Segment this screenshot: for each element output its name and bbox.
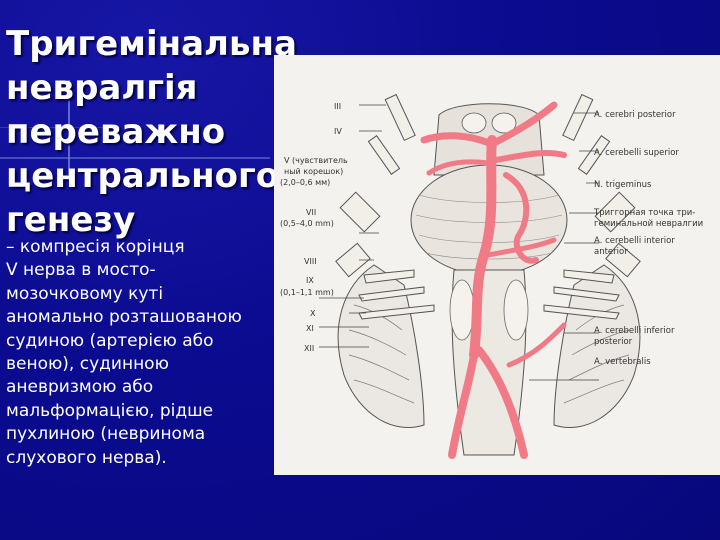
label-nerve-III: III <box>334 102 341 111</box>
label-trigeminus: N. trigeminus <box>594 180 652 190</box>
cranial-nerves-left <box>335 93 435 320</box>
olive-right <box>503 279 529 341</box>
title-line: Тригемінальна <box>6 24 297 64</box>
leader-lines <box>319 104 599 381</box>
basilar-artery <box>469 135 497 360</box>
label-trigger-point-line1: Триггорная точка три- <box>593 208 695 218</box>
label-aica-line1: A. cerebelli interior <box>594 236 675 246</box>
label-pica-line2: posterior <box>594 337 633 347</box>
brainstem-illustration: III IV V (чувствитель ный корешок) (2,0–… <box>274 55 720 475</box>
label-nerve-IX-size: (0,1–1,1 mm) <box>280 288 334 297</box>
title-line: невралгія <box>6 68 198 108</box>
label-nerve-IV: IV <box>334 127 342 136</box>
posterior-inferior-cerebellar-artery <box>506 322 567 368</box>
label-nerve-VII-size: (0,5–4,0 mm) <box>280 219 334 228</box>
body-line: – компресія корінця <box>6 237 185 257</box>
superior-cerebellar-artery <box>493 149 567 163</box>
body-line: слухового нерва). <box>6 447 167 468</box>
label-nerve-V-line3: (2,0–0,6 мм) <box>280 178 330 187</box>
label-nerve-V-line1: V (чувствитель <box>284 156 348 165</box>
body-line: веною), судинною <box>6 354 169 375</box>
label-nerve-IX: IX <box>306 276 314 285</box>
mammillary-left <box>461 112 487 134</box>
body-line: судиною (артерією або <box>6 330 214 351</box>
body-line: пухлиною (невринома <box>6 424 206 445</box>
decorative-horizontal-line-thin <box>0 127 120 128</box>
label-nerve-XII: XII <box>304 344 314 353</box>
body-line: аневризмою або <box>6 377 154 398</box>
slide-body-text: – компресія корінця V нерва в мосто- моз… <box>6 236 291 470</box>
body-line: аномально розташованою <box>6 307 242 328</box>
label-nerve-VIII: VIII <box>304 257 317 266</box>
label-pica-line1: A. cerebelli inferior <box>594 326 675 336</box>
vertebral-artery-left <box>448 351 478 459</box>
superior-cerebellar-artery-left <box>426 159 491 176</box>
posterior-cerebral-artery-left <box>420 132 493 147</box>
loop-artery <box>503 172 539 264</box>
brainstem-diagram-svg: III IV V (чувствитель ный корешок) (2,0–… <box>280 93 703 459</box>
cerebellum-right-lobe <box>553 264 641 429</box>
label-nerve-X: X <box>310 309 316 318</box>
label-trigger-point-line2: геминальной невралгии <box>594 219 703 229</box>
cranial-nerves-right <box>543 93 641 320</box>
cerebellum-left-lobe <box>337 264 425 429</box>
label-nerve-VII: VII <box>306 208 316 217</box>
title-line: переважно <box>6 112 226 152</box>
slide-title: Тригемінальна невралгія переважно центра… <box>6 22 297 242</box>
label-nerve-XI: XI <box>306 324 314 333</box>
body-line: мозочковому куті <box>6 283 164 304</box>
label-vertebralis: A. vertebralis <box>594 357 651 367</box>
label-cerebri-posterior: A. cerebri posterior <box>594 110 676 120</box>
posterior-cerebral-artery-right <box>490 101 558 147</box>
title-line: центрального <box>6 156 280 196</box>
body-line: V нерва в мосто- <box>6 260 156 281</box>
decorative-horizontal-line <box>0 157 270 159</box>
body-line: мальформацією, рідше <box>6 400 214 421</box>
label-nerve-V-line2: ный корешок) <box>284 167 343 176</box>
arteries <box>420 101 567 459</box>
anterior-inferior-cerebellar-artery <box>485 237 557 258</box>
vertebral-artery-right <box>475 346 528 459</box>
label-aica-line2: anterior <box>594 247 628 257</box>
label-cerebelli-superior: A. cerebelli superior <box>594 148 679 158</box>
mammillary-right <box>491 112 517 134</box>
title-line: генезу <box>6 200 136 240</box>
olive-left <box>449 279 475 341</box>
